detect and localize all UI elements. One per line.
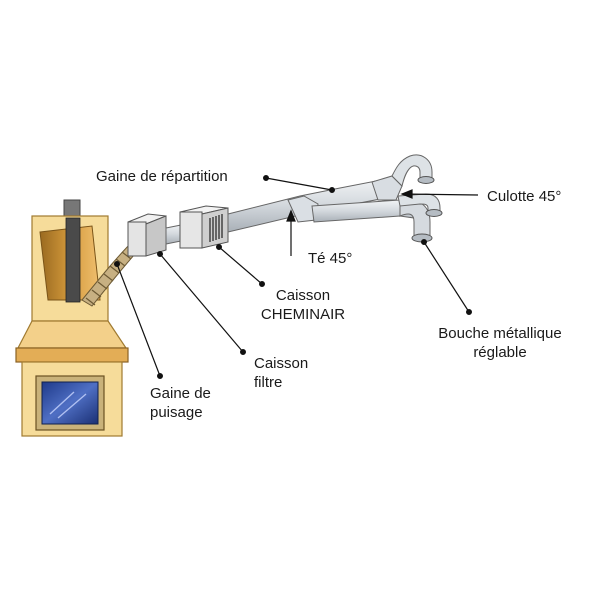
label-bouche-line2: réglable (473, 344, 527, 361)
leader-dot-repartition-start (263, 175, 270, 182)
mantel-shelf (15, 347, 129, 363)
label-gaine-puisage-line2: puisage (150, 404, 203, 421)
filter-box (127, 213, 167, 257)
label-caisson-filtre-line1: Caisson (254, 355, 309, 372)
lower-outlet (425, 209, 443, 217)
insert-glass (41, 381, 99, 425)
label-te-45: Té 45° (308, 250, 353, 267)
label-bouche-metallique: Bouche métallique réglable (418, 324, 582, 362)
fireplace (15, 199, 129, 437)
label-caisson-filtre: Caisson filtre (254, 354, 308, 392)
flexible-intake-duct (81, 239, 143, 307)
upper-outlet (417, 176, 435, 184)
label-gaine-repartition: Gaine de répartition (96, 168, 228, 185)
leader-dot-repartition-end (329, 187, 336, 194)
label-gaine-puisage-line1: Gaine de (150, 385, 211, 402)
label-culotte-45: Culotte 45° (487, 188, 562, 205)
label-gaine-puisage: Gaine de puisage (150, 384, 211, 422)
label-bouche-line1: Bouche métallique (438, 325, 562, 342)
hood-slope (17, 320, 128, 349)
label-caisson-cheminair-line2: CHEMINAIR (260, 306, 346, 323)
glass-reflection (49, 391, 87, 419)
chimney-stub (63, 199, 81, 219)
label-caisson-cheminair: Caisson CHEMINAIR (258, 286, 348, 324)
culotte-45 (371, 175, 403, 201)
cheminair-box (179, 205, 229, 249)
leader-lines (113, 175, 479, 380)
flue-pipe (65, 217, 81, 303)
distribution-duct (227, 154, 443, 243)
label-caisson-cheminair-line1: Caisson (275, 287, 331, 304)
label-caisson-filtre-line2: filtre (254, 374, 283, 391)
